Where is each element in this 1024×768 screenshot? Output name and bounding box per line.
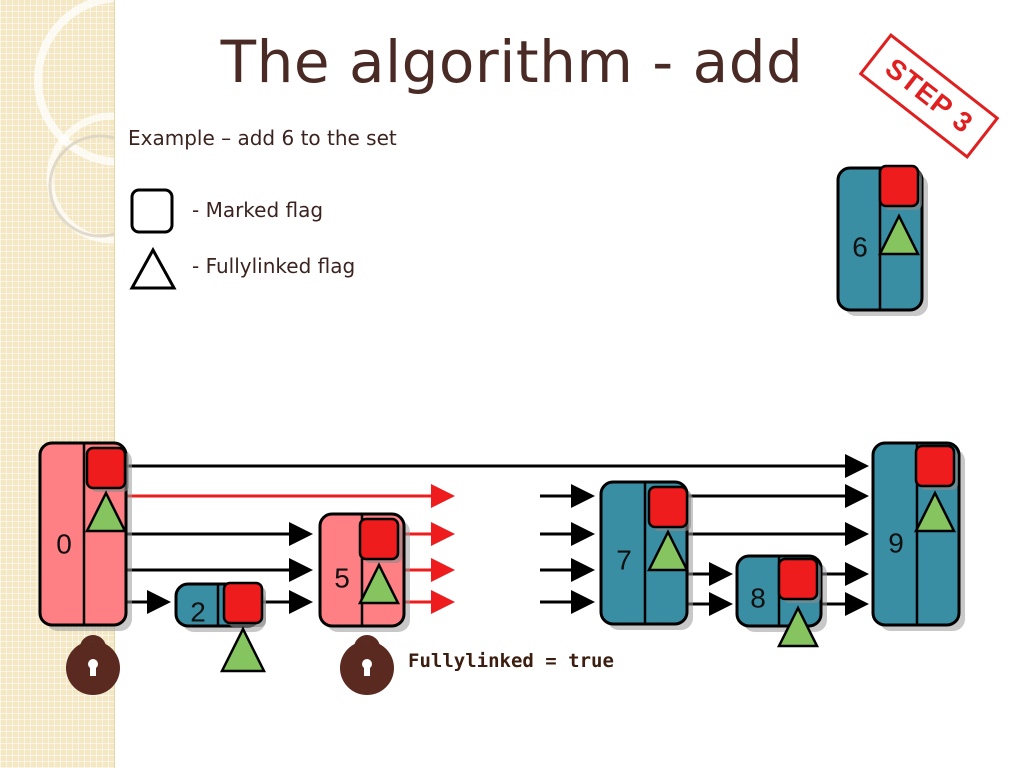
lock-icon-node-0 — [66, 635, 120, 695]
legend-marked-label: - Marked flag — [192, 198, 324, 222]
node-6-fullylinked-flag — [877, 213, 921, 256]
node-2-fullylinked-flag — [219, 626, 267, 673]
node-2: 2 — [174, 581, 267, 673]
node-6-marked-flag — [878, 164, 920, 208]
lock-icon-node-5 — [340, 635, 394, 695]
node-9-marked-flag — [914, 444, 956, 488]
legend-fullylinked-label: - Fullylinked flag — [192, 254, 356, 278]
node-5-marked-flag — [358, 517, 400, 561]
node-5-key: 5 — [334, 562, 350, 593]
node-8-marked-flag — [777, 557, 819, 601]
node-5-fullylinked-flag — [357, 562, 401, 605]
fullylinked-flag-legend-icon — [129, 246, 177, 290]
node-7-fullylinked-flag — [646, 529, 690, 572]
node-2-key: 2 — [190, 596, 206, 627]
node-8-key: 8 — [750, 582, 766, 613]
node-0-key: 0 — [56, 528, 72, 559]
node-6: 6 — [836, 164, 928, 316]
node-7-marked-flag — [647, 485, 689, 529]
node-7-key: 7 — [616, 544, 632, 575]
legend-icons — [129, 188, 177, 290]
locks-layer — [66, 635, 394, 695]
slide-subtitle: Example – add 6 to the set — [128, 126, 397, 150]
marked-flag-legend-icon — [130, 188, 174, 234]
decorative-rings — [34, 0, 114, 244]
node-7: 7 — [599, 480, 693, 630]
node-0-marked-flag — [85, 446, 127, 490]
node-6-key: 6 — [852, 231, 868, 262]
node-9: 9 — [871, 441, 965, 631]
node-0-fullylinked-flag — [84, 490, 128, 533]
node-5: 5 — [318, 512, 410, 632]
node-8-fullylinked-flag — [776, 605, 820, 648]
fullylinked-caption: Fullylinked = true — [408, 650, 614, 672]
node-9-fullylinked-flag — [913, 490, 957, 533]
node-2-marked-flag — [222, 581, 264, 625]
node-8: 8 — [735, 554, 827, 648]
node-9-key: 9 — [888, 527, 904, 558]
node-0: 0 — [38, 441, 132, 631]
slide-title: The algorithm - add — [220, 28, 804, 96]
nodes-layer: 0 2 5 6 7 8 9 — [38, 164, 965, 673]
